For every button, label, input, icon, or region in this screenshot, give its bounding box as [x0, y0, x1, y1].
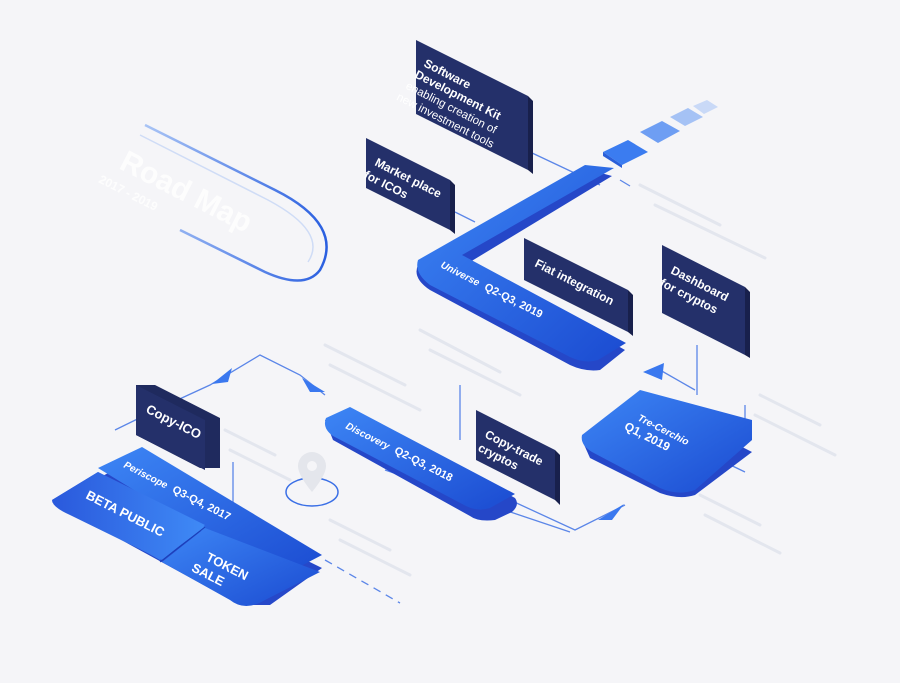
block-4: [693, 100, 718, 114]
roadmap-curve: [144, 123, 328, 282]
dashed-line: [324, 559, 401, 604]
stage-periscope: Periscope Q3-Q4, 2017 BETA PUBLIC TOKEN …: [52, 447, 322, 606]
block-1: [603, 140, 648, 165]
block-2: [640, 121, 680, 143]
card-copy-ico: Copy-ICO: [136, 385, 220, 470]
roadmap-title-group: Road Map 2017 - 2019: [97, 123, 328, 282]
periscope-bar: [98, 447, 322, 578]
discovery-bar: [324, 407, 515, 510]
universe-bar: [417, 165, 626, 362]
arrow-down-right-icon: [302, 378, 325, 392]
stage-universe: Universe Q2-Q3, 2019: [416, 165, 626, 371]
arrow-left-icon: [643, 363, 664, 380]
stage-discovery: Discovery Q2-Q3, 2018: [324, 407, 517, 521]
upcoming-blocks: [603, 100, 718, 168]
faint-text-lines: [223, 183, 837, 577]
arrow-up-right-icon: [212, 368, 232, 384]
location-pin-group: [285, 452, 339, 507]
block-3: [670, 108, 703, 126]
arrow-up-right-icon-2: [598, 504, 624, 520]
card-dashboard: Dashboard for cryptos: [658, 245, 750, 358]
location-pin-icon: [298, 452, 326, 492]
card-market: Market place for ICOs: [362, 138, 455, 234]
beta-public-card-body: [52, 472, 205, 560]
trecerchio-card: [581, 390, 752, 493]
card-sdk: Software Development Kit enabling creati…: [395, 40, 533, 174]
roadmap-curve-inner: [139, 134, 314, 263]
card-copy-trade: Copy-trade cryptos: [476, 410, 560, 505]
token-sale-card: [162, 528, 320, 606]
stage-trecerchio: Tre-Cerchio Q1, 2019: [581, 390, 752, 498]
arrow-icons: [212, 363, 664, 520]
